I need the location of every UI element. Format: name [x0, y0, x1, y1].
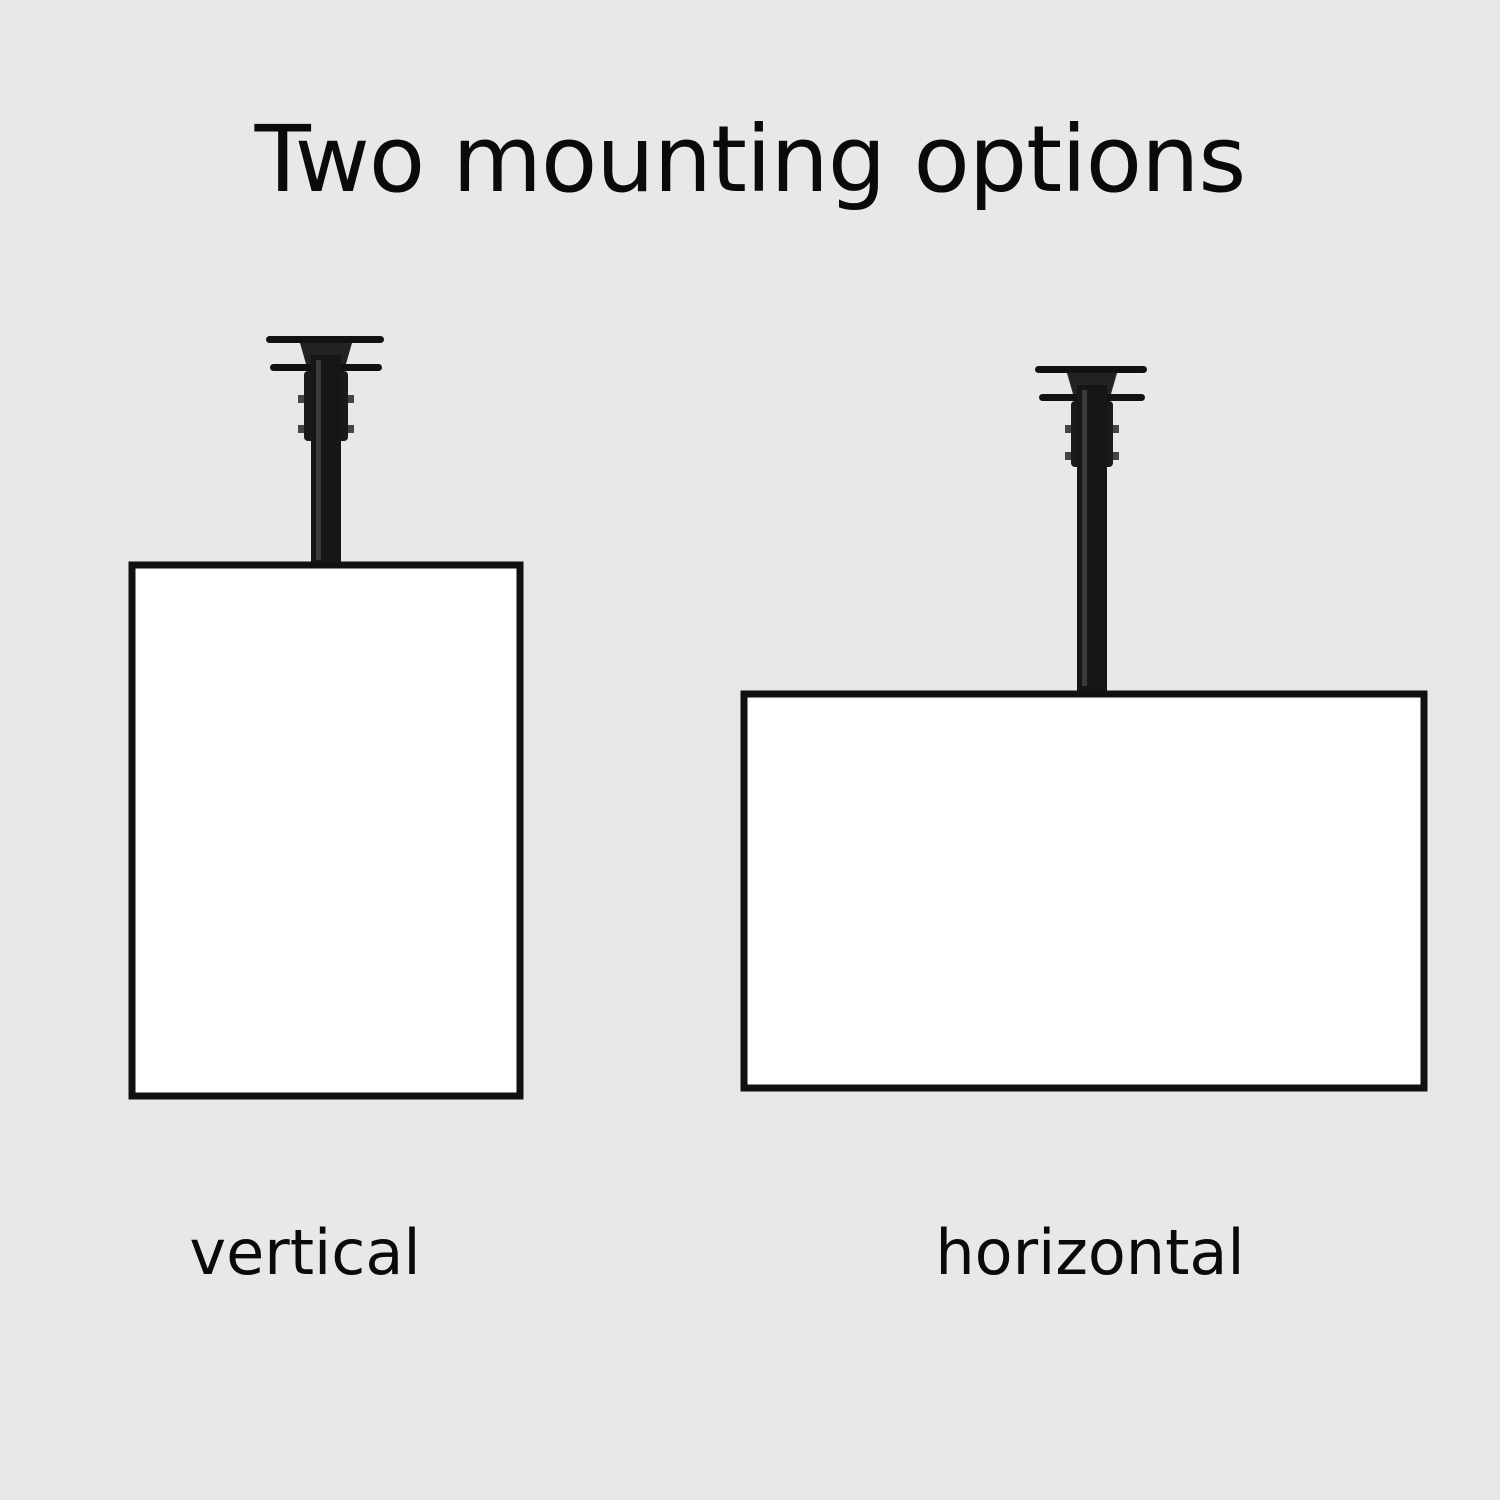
horizontal-mount-illustration	[740, 366, 1428, 1092]
mount-pole	[311, 355, 341, 567]
vertical-mount-illustration	[128, 336, 524, 1100]
portrait-screen	[128, 561, 524, 1100]
landscape-screen	[740, 690, 1428, 1092]
horizontal-label: horizontal	[935, 1216, 1245, 1289]
page-title: Two mounting options	[254, 106, 1247, 213]
mount-pole	[1077, 385, 1107, 693]
vertical-label: vertical	[189, 1216, 421, 1289]
